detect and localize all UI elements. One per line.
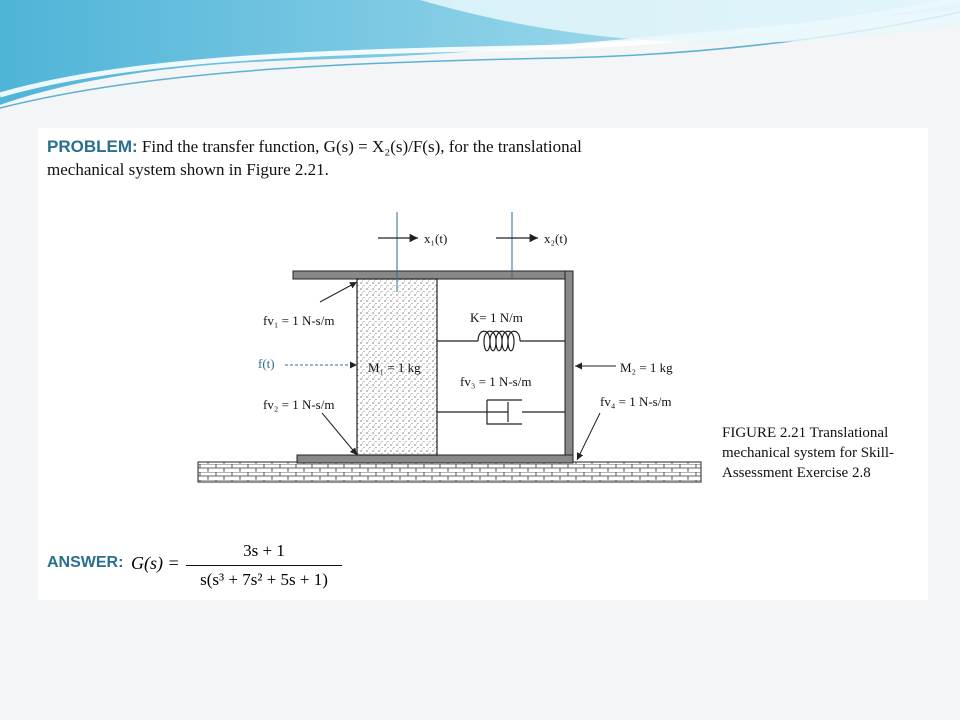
answer-denominator: s(s³ + 7s² + 5s + 1) xyxy=(200,570,328,589)
figure-caption-line-1: FIGURE 2.21 Translational xyxy=(722,425,889,441)
fv1-leader xyxy=(319,281,358,303)
answer-lhs: G(s) = xyxy=(131,553,180,573)
figure-caption-line-2: mechanical system for Skill- xyxy=(722,445,895,461)
m2-label: M₂ = 1 kg xyxy=(620,360,673,375)
problem-statement-line-2: mechanical system shown in Figure 2.21. xyxy=(47,160,329,179)
fv4-label: fv₄ = 1 N-s/m xyxy=(600,394,671,409)
spring-k-label: K= 1 N/m xyxy=(470,310,523,325)
mass-m1-block xyxy=(356,278,438,456)
damper-fv3 xyxy=(437,399,565,425)
answer-numerator: 3s + 1 xyxy=(243,541,285,560)
fv2-label: fv₂ = 1 N-s/m xyxy=(263,397,334,412)
problem-text-1: Find the transfer function, G(s) = X₂(s)… xyxy=(141,137,582,156)
answer-label: ANSWER: xyxy=(47,554,124,571)
x2-label: x₂(t) xyxy=(544,231,567,246)
fv1-label: fv₁ = 1 N-s/m xyxy=(263,313,334,328)
problem-statement-line-1: PROBLEM: Find the transfer function, G(s… xyxy=(47,137,582,157)
figure-caption-line-3: Assessment Exercise 2.8 xyxy=(722,465,871,481)
force-label: f(t) xyxy=(258,356,275,371)
x1-displacement-indicator xyxy=(378,212,418,292)
fraction-bar xyxy=(186,565,342,566)
x2-displacement-indicator xyxy=(496,212,538,278)
problem-label: PROBLEM: xyxy=(47,137,138,156)
content-panel xyxy=(38,128,928,600)
fv2-leader xyxy=(321,412,358,456)
x1-label: x₁(t) xyxy=(424,231,447,246)
fv4-leader xyxy=(576,412,601,461)
header-wave-banner xyxy=(0,0,960,109)
fv3-label: fv₃ = 1 N-s/m xyxy=(460,374,531,389)
spring-k xyxy=(437,330,565,352)
m1-label: M₁ = 1 kg xyxy=(368,360,421,375)
ground xyxy=(197,461,702,483)
